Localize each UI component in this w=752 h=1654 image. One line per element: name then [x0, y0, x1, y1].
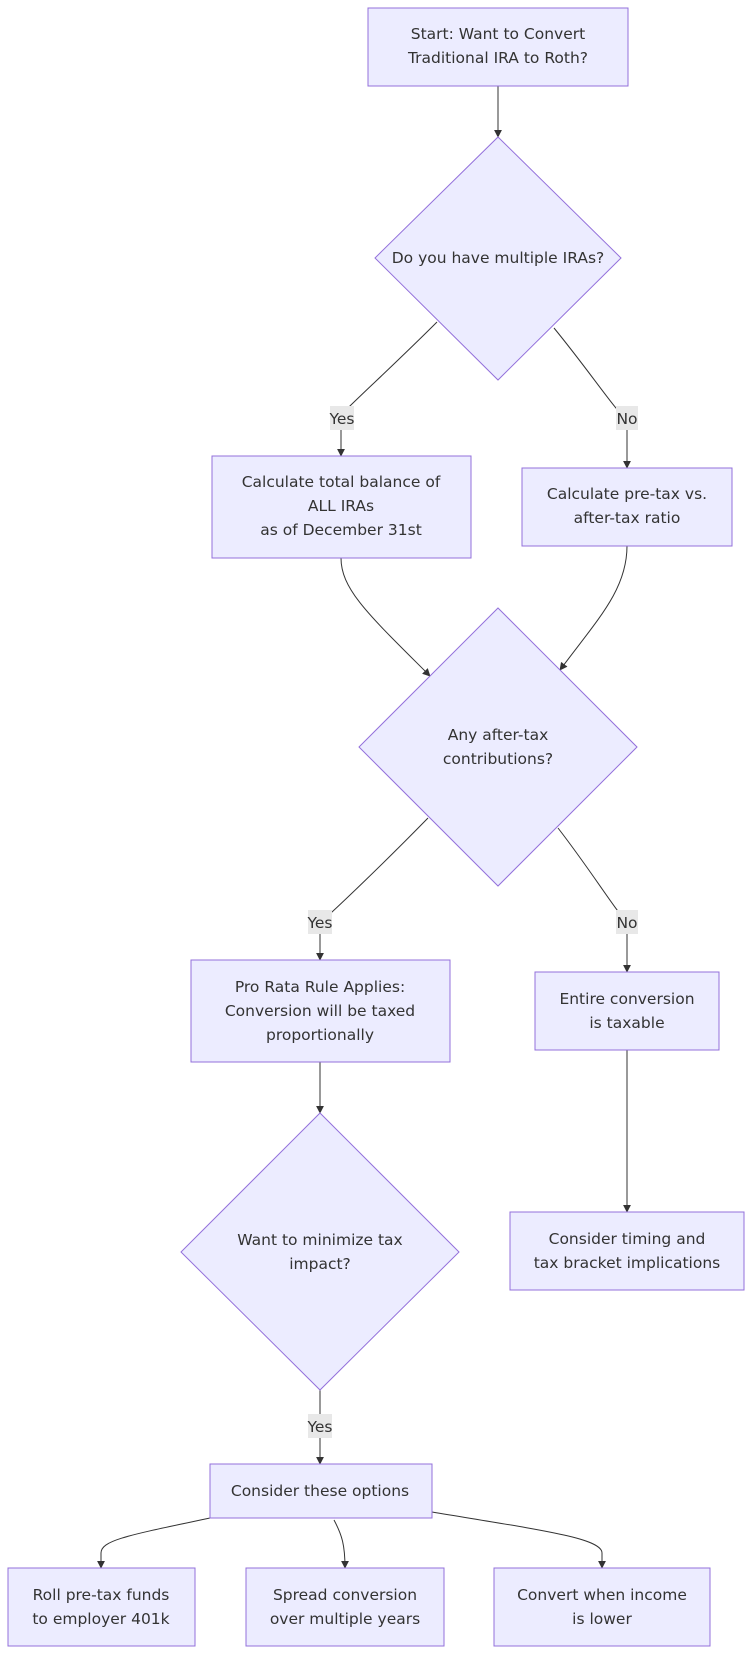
svg-text:Any after-tax: Any after-tax [448, 726, 549, 744]
edge-ratio-to-after-tax [559, 545, 628, 671]
svg-text:ALL IRAs: ALL IRAs [308, 497, 374, 515]
svg-text:over multiple years: over multiple years [270, 1610, 420, 1628]
svg-text:Want to minimize tax: Want to minimize tax [237, 1231, 402, 1249]
edge-options-to-spread [333, 1519, 349, 1569]
edge-after-tax-to-entire-taxable [557, 827, 631, 973]
svg-text:No: No [616, 914, 637, 932]
node-start: Start: Want to Convert Traditional IRA t… [367, 7, 629, 87]
svg-text:Yes: Yes [306, 1418, 332, 1436]
svg-text:is taxable: is taxable [589, 1014, 664, 1032]
svg-text:Roll pre-tax funds: Roll pre-tax funds [33, 1586, 170, 1604]
svg-text:after-tax ratio: after-tax ratio [574, 509, 681, 527]
node-roll-401k: Roll pre-tax funds to employer 401k [7, 1567, 196, 1647]
node-total-balance: Calculate total balance of ALL IRAs as o… [211, 455, 472, 559]
edge-label-multiple-no: No [616, 406, 638, 430]
nodes: Start: Want to Convert Traditional IRA t… [7, 7, 745, 1647]
edge-labels: Yes No Yes No Yes [306, 406, 638, 1438]
svg-text:Yes: Yes [328, 410, 354, 428]
svg-text:Conversion will be taxed: Conversion will be taxed [225, 1002, 415, 1020]
edge-after-tax-to-pro-rata [316, 817, 429, 961]
node-convert-low-income: Convert when income is lower [493, 1567, 711, 1647]
svg-text:tax bracket implications: tax bracket implications [534, 1254, 721, 1272]
edge-multiple-to-ratio [553, 327, 631, 469]
edge-total-balance-to-after-tax [340, 557, 431, 677]
svg-text:as of December 31st: as of December 31st [260, 521, 422, 539]
svg-text:Start: Want to Convert: Start: Want to Convert [411, 25, 585, 43]
edge-label-aftertax-yes: Yes [306, 910, 333, 934]
svg-text:Convert when income: Convert when income [517, 1586, 687, 1604]
svg-text:to employer 401k: to employer 401k [32, 1610, 169, 1628]
node-timing: Consider timing and tax bracket implicat… [509, 1211, 745, 1291]
edges [97, 86, 631, 1569]
edge-label-minimize-yes: Yes [306, 1414, 333, 1438]
node-decision-after-tax: Any after-tax contributions? [358, 607, 638, 887]
svg-text:Calculate pre-tax vs.: Calculate pre-tax vs. [547, 485, 707, 503]
edge-multiple-to-total-balance [337, 321, 438, 457]
svg-text:contributions?: contributions? [443, 750, 553, 768]
svg-text:Calculate total balance of: Calculate total balance of [242, 473, 441, 491]
svg-text:impact?: impact? [289, 1255, 351, 1273]
svg-text:Entire conversion: Entire conversion [559, 990, 694, 1008]
node-entire-taxable: Entire conversion is taxable [534, 971, 720, 1051]
edge-label-aftertax-no: No [616, 910, 638, 934]
node-decision-multiple-iras: Do you have multiple IRAs? [374, 136, 622, 381]
svg-text:is lower: is lower [572, 1610, 632, 1628]
svg-text:Consider these options: Consider these options [231, 1482, 409, 1500]
svg-text:No: No [616, 410, 637, 428]
edge-options-to-roll [97, 1517, 211, 1569]
edge-label-multiple-yes: Yes [328, 406, 355, 430]
node-decision-minimize: Want to minimize tax impact? [180, 1112, 460, 1391]
svg-text:Consider timing and: Consider timing and [549, 1230, 706, 1248]
edge-options-to-convert-low [431, 1511, 606, 1569]
svg-text:Spread conversion: Spread conversion [273, 1586, 417, 1604]
node-options: Consider these options [209, 1463, 433, 1519]
node-pro-rata: Pro Rata Rule Applies: Conversion will b… [190, 959, 451, 1063]
svg-text:Traditional IRA to Roth?: Traditional IRA to Roth? [407, 49, 588, 67]
svg-text:Yes: Yes [306, 914, 332, 932]
node-spread-conversion: Spread conversion over multiple years [245, 1567, 445, 1647]
svg-text:Do you have multiple IRAs?: Do you have multiple IRAs? [392, 249, 605, 267]
svg-text:proportionally: proportionally [266, 1026, 374, 1044]
svg-text:Pro Rata Rule Applies:: Pro Rata Rule Applies: [235, 978, 405, 996]
node-pretax-ratio: Calculate pre-tax vs. after-tax ratio [521, 467, 733, 547]
